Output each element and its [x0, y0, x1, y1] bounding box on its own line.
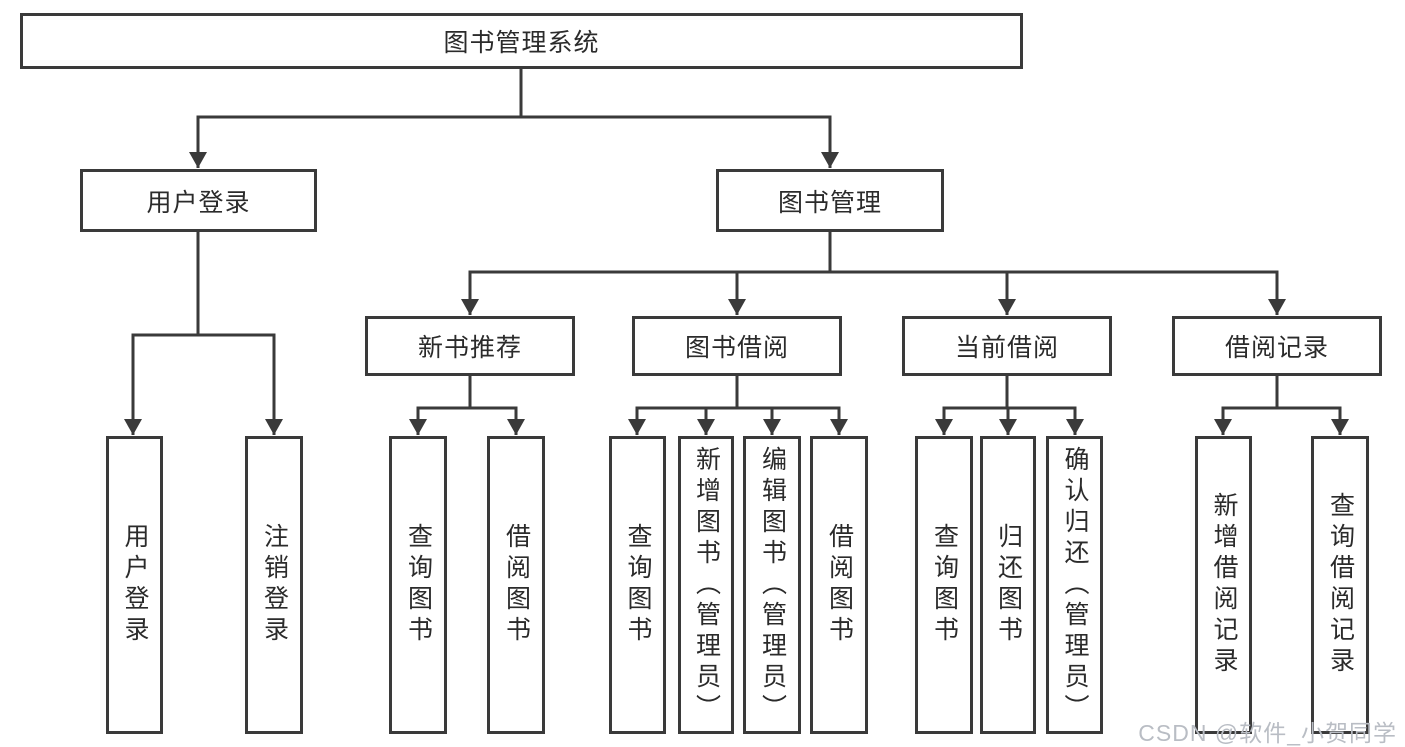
node-label: 图书管理: [777, 188, 882, 217]
leaf-return-book: 归还图书: [980, 436, 1036, 734]
node-user-login: 用户登录: [80, 169, 317, 232]
leaf-add-borrow-record: 新增借阅记录: [1195, 436, 1252, 734]
node-label: 确认归还（管理员）: [1061, 445, 1089, 725]
node-label: 用户登录: [146, 188, 251, 217]
node-label: 新增图书（管理员）: [692, 445, 721, 725]
leaf-user-login: 用户登录: [106, 436, 163, 734]
node-label: 注销登录: [260, 523, 289, 647]
leaf-edit-book-admin: 编辑图书（管理员）: [743, 436, 801, 734]
node-label: 编辑图书（管理员）: [758, 445, 787, 725]
node-label: 借阅图书: [825, 523, 854, 647]
node-book-management: 图书管理: [716, 169, 944, 232]
node-label: 归还图书: [994, 523, 1023, 647]
node-label: 查询借阅记录: [1326, 492, 1355, 678]
node-label: 查询图书: [404, 523, 433, 647]
node-new-book-recommend: 新书推荐: [365, 316, 575, 376]
node-book-borrowing: 图书借阅: [632, 316, 842, 376]
node-current-borrowing: 当前借阅: [902, 316, 1112, 376]
node-label: 图书管理系统: [443, 29, 600, 57]
leaf-borrow-books-borrowing: 借阅图书: [810, 436, 868, 734]
node-label: 图书借阅: [684, 334, 789, 362]
csdn-watermark: CSDN @软件_小贺同学: [1138, 720, 1397, 746]
node-label: 新增借阅记录: [1210, 492, 1238, 678]
leaf-query-books-recommend: 查询图书: [389, 436, 447, 734]
node-label: 查询图书: [624, 523, 652, 647]
node-borrowing-records: 借阅记录: [1172, 316, 1382, 376]
leaf-logout: 注销登录: [245, 436, 303, 734]
leaf-query-books-borrowing: 查询图书: [609, 436, 666, 734]
node-label: 查询图书: [930, 523, 959, 647]
node-label: 用户登录: [121, 523, 149, 647]
node-label: 当前借阅: [954, 334, 1059, 362]
leaf-query-borrow-record: 查询借阅记录: [1311, 436, 1369, 734]
leaf-borrow-books-recommend: 借阅图书: [487, 436, 545, 734]
node-label: 新书推荐: [417, 334, 522, 362]
node-label: 借阅图书: [502, 523, 531, 647]
leaf-add-book-admin: 新增图书（管理员）: [678, 436, 734, 734]
node-label: 借阅记录: [1224, 334, 1329, 362]
leaf-query-books-current: 查询图书: [915, 436, 973, 734]
leaf-confirm-return-admin: 确认归还（管理员）: [1046, 436, 1103, 734]
node-root-library-system: 图书管理系统: [20, 13, 1023, 69]
